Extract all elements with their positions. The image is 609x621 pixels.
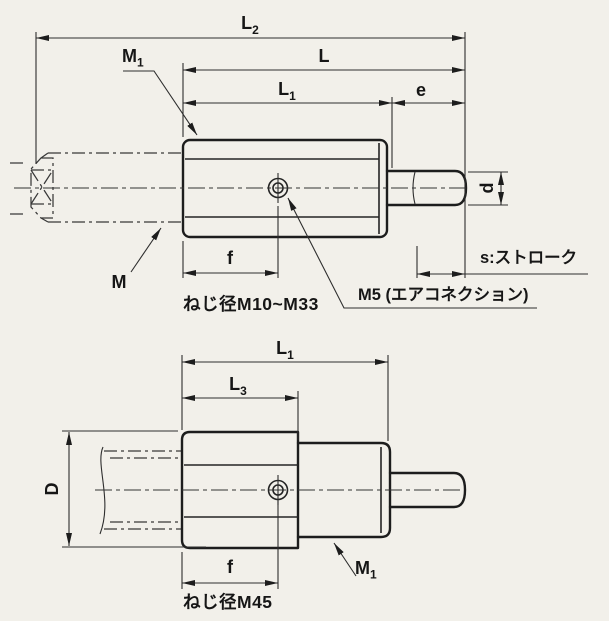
figure1-dim-d [468,171,508,206]
figure2-leader-M1 [333,542,357,577]
figure1-leader-M [130,227,162,273]
figure2-drawing [62,355,467,589]
fig2-label-M1: M1 [355,558,377,582]
fig1-label-d: d [477,182,498,194]
figure2-dim-f [181,500,279,589]
figure1-dim-L2 [35,32,466,278]
figure1-drawing [10,32,588,309]
figure1-phantom-shaft [10,152,181,223]
fig1-label-L2: L2 [241,13,259,37]
figure1-dim-s [416,246,588,278]
fig2-label-L1: L1 [276,338,294,362]
fig2-label-D: D [42,482,63,496]
figure2-rod [388,471,467,509]
fig2-label-f: f [227,557,233,578]
fig1-label-stroke: s:ストローク [480,249,578,267]
figure2-dim-D [62,430,206,548]
fig2-caption-thread-size: ねじ径M45 [183,592,273,612]
fig1-label-e: e [415,80,427,101]
fig1-label-L: L [318,46,330,67]
fig1-label-M1: M1 [122,46,144,70]
fig1-label-M: M [111,272,127,293]
fig1-label-f: f [227,248,233,269]
fig2-label-L3: L3 [229,374,247,398]
figure1-dim-f [182,206,279,278]
figure2-dim-L3 [182,391,299,440]
fig1-label-L1: L1 [278,79,296,103]
fig1-caption-thread-range: ねじ径M10~M33 [183,294,319,314]
figure2-phantom-shaft [99,446,181,535]
figure2-dim-L1 [181,355,389,441]
figure2-break-line [99,446,106,535]
figure1-leader-M1 [123,70,198,136]
figure2-body [180,430,300,550]
figure1-dim-L1-e [183,97,465,168]
fig1-label-air-connection: M5 (エアコネクション) [358,286,529,304]
figure1-leader-M5 [287,197,537,309]
